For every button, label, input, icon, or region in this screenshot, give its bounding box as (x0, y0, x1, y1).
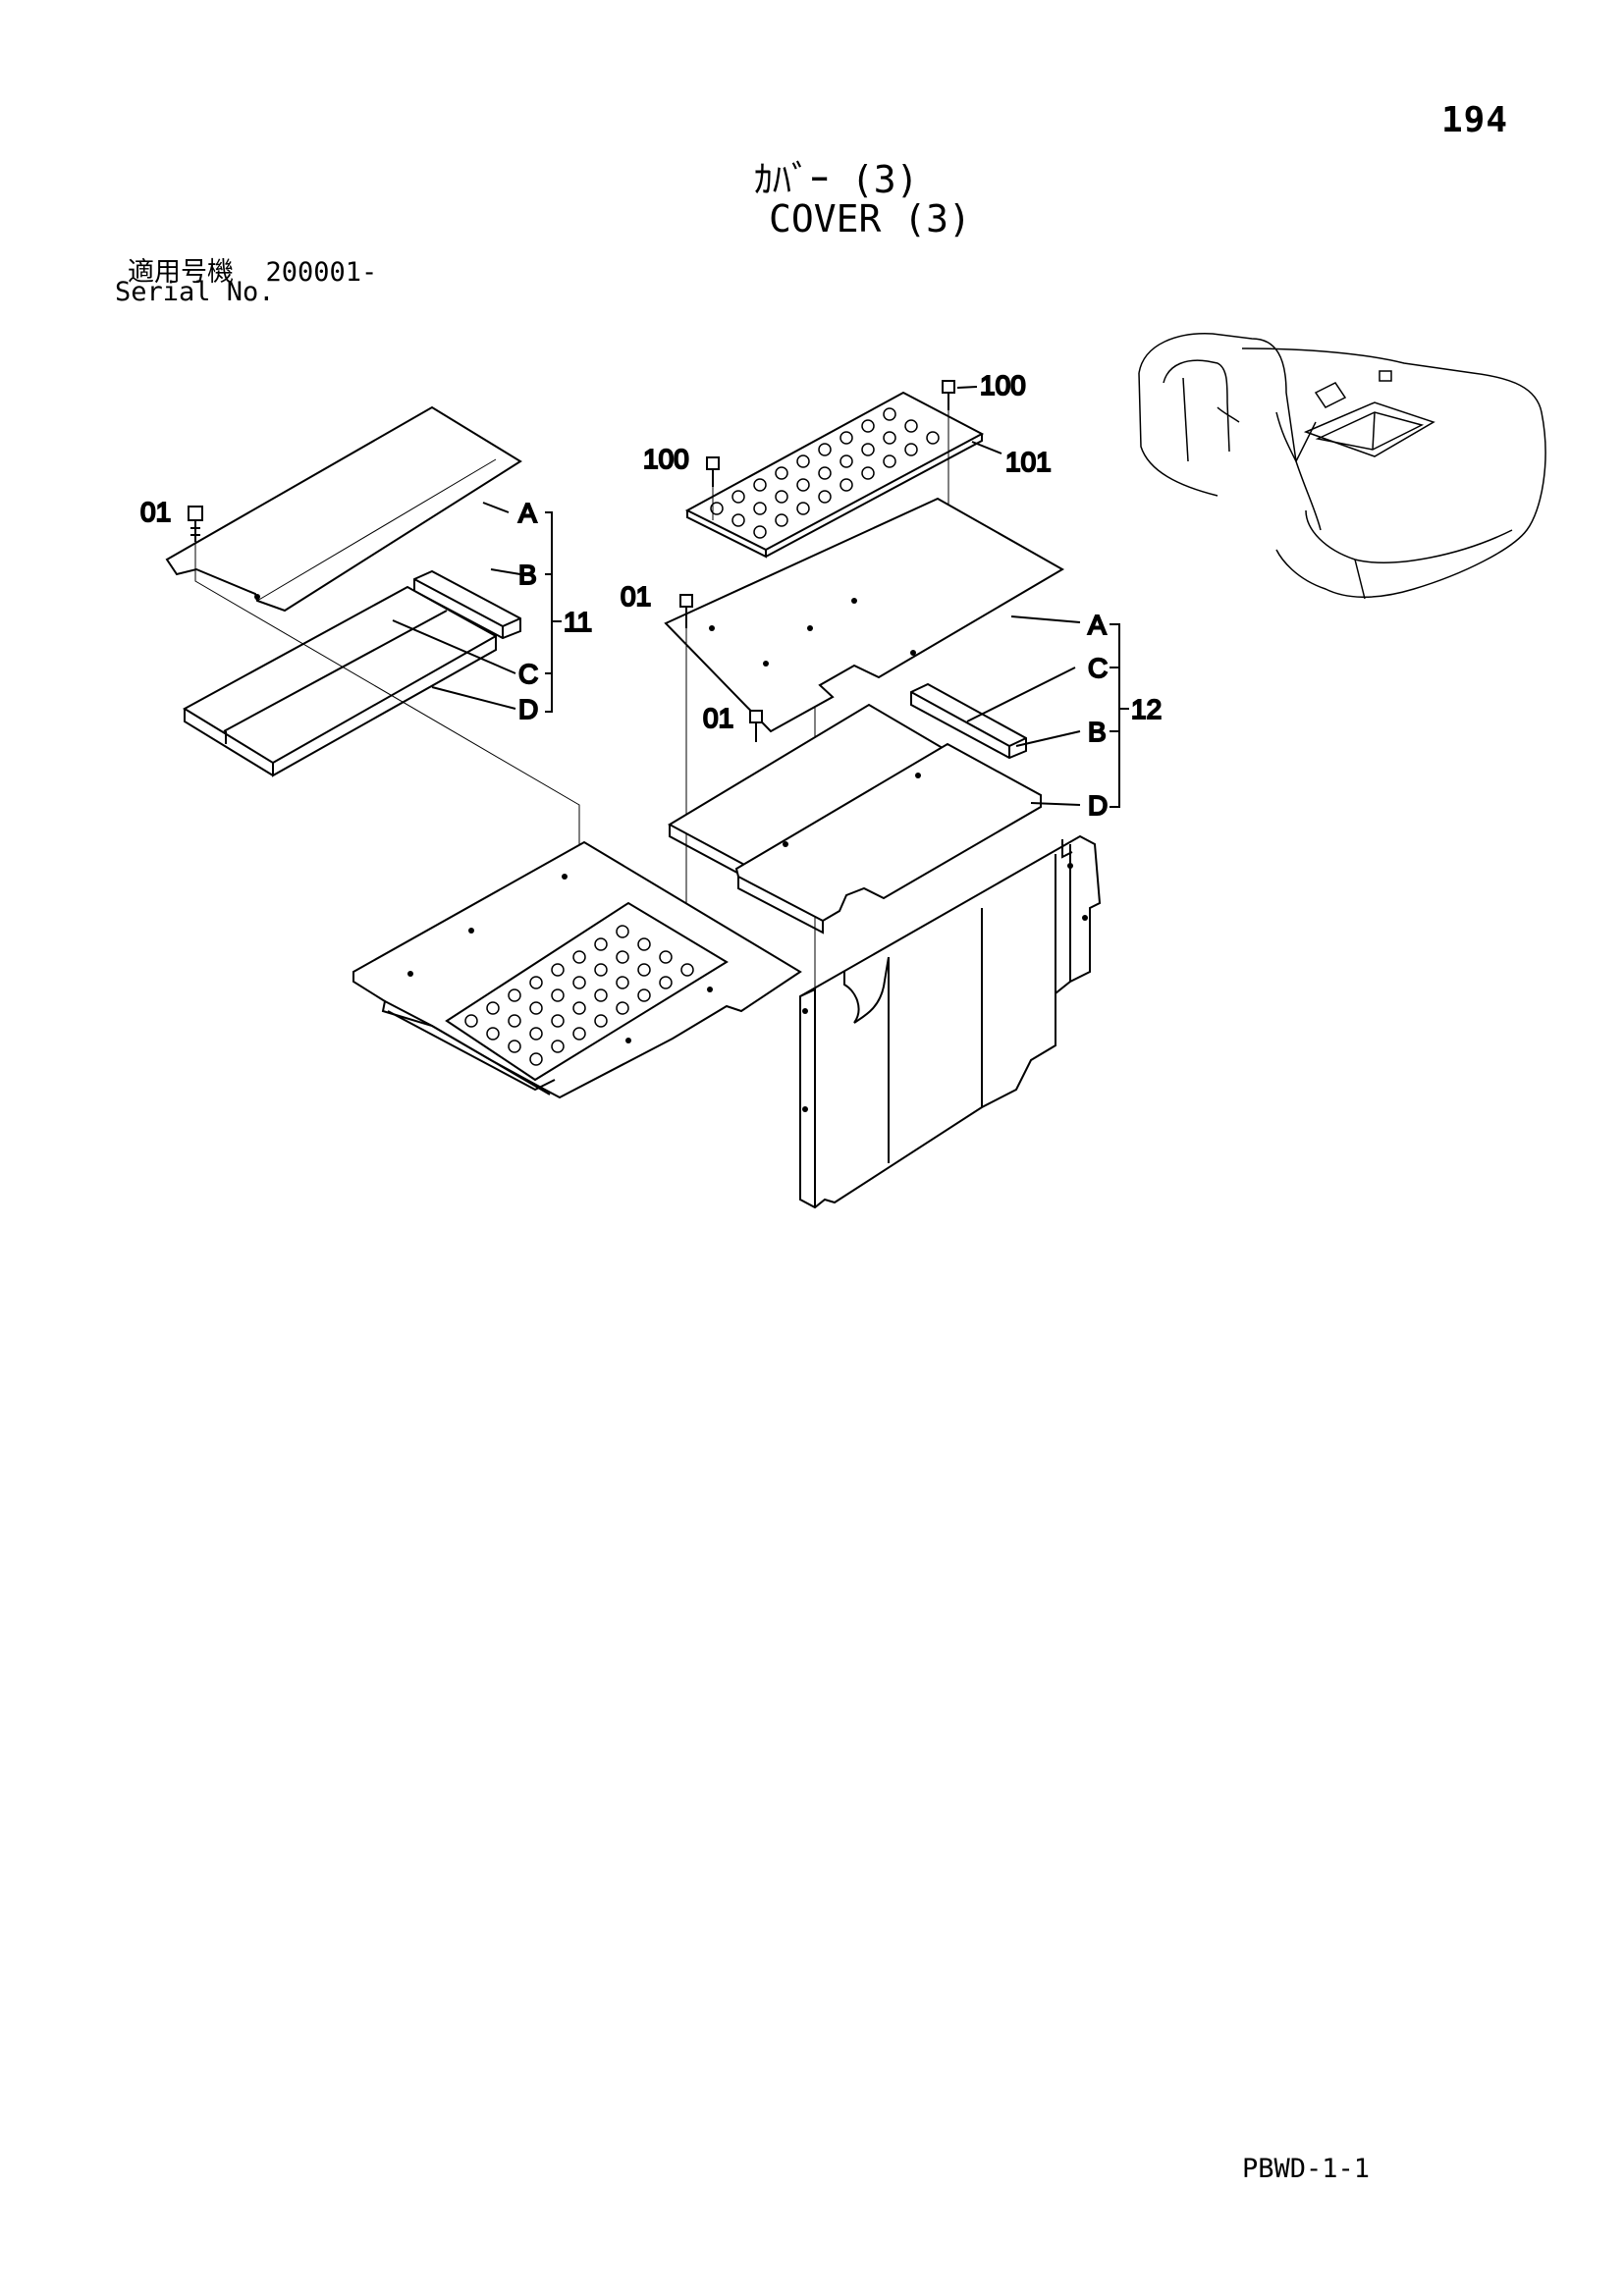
callout-right-d: D (1088, 790, 1108, 821)
serial-value: 200001- (265, 257, 378, 288)
callout-left-d: D (518, 694, 538, 724)
callout-left-c: C (518, 659, 538, 689)
left-pad-c (183, 585, 497, 777)
mid-bolt-01-upper (679, 594, 693, 628)
callout-left-bolt: 01 (140, 497, 171, 527)
left-plate-a (165, 405, 522, 613)
page-title-en: COVER (3) (769, 197, 971, 240)
serial-label-en: Serial No. (115, 277, 275, 307)
left-bolt-01 (188, 506, 203, 542)
serial-number-jp: 適用号機 200001- (128, 250, 377, 289)
top-perforated-plate: 100 100 101 (642, 369, 1053, 560)
page-number: 194 (1441, 100, 1509, 140)
callout-top-bolt-right: 100 (980, 370, 1026, 400)
mid-bolt-01-lower (749, 710, 763, 742)
callout-right-a: A (1088, 610, 1107, 640)
floor-plate (352, 840, 802, 1099)
callout-mid-bolt-lower: 01 (703, 703, 733, 733)
floor-perforated-pad (445, 901, 729, 1082)
right-pad-d (734, 742, 1042, 923)
excavator-key-view (1138, 333, 1546, 600)
top-bolt-100-left (706, 456, 720, 487)
serial-label-jp: 適用号機 (128, 257, 234, 288)
top-bolt-100-right (942, 380, 955, 410)
callout-left-b: B (518, 560, 537, 590)
document-code: PBWD-1-1 (1242, 2154, 1371, 2184)
callout-plate-101: 101 (1005, 447, 1052, 477)
callout-right-c: C (1088, 653, 1108, 683)
right-plate-a (664, 497, 1064, 733)
callout-left-a: A (518, 498, 537, 528)
callout-right-b: B (1088, 717, 1107, 747)
page-title-jp: ｶﾊﾞｰ (3) (754, 158, 919, 201)
side-bracket-panel (799, 834, 1102, 1209)
callout-top-bolt-left: 100 (643, 444, 689, 474)
left-cover-group: 01 A B C D 11 (139, 405, 593, 854)
right-cover-group: 01 01 A C B D 12 (620, 497, 1163, 1011)
callout-mid-bolt-upper: 01 (621, 581, 651, 612)
callout-right-group: 12 (1131, 694, 1162, 724)
callout-left-group: 11 (564, 607, 592, 637)
